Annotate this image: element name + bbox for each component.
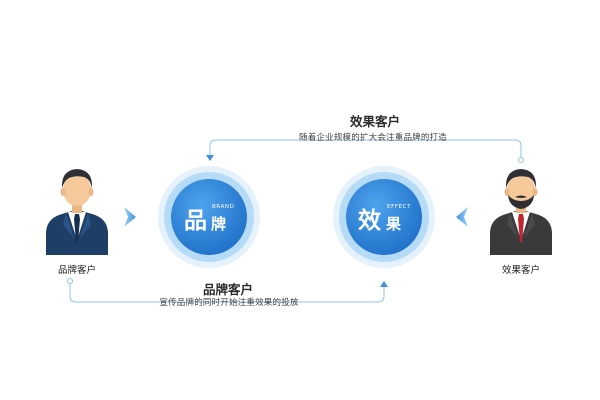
brand-circle bbox=[158, 166, 260, 268]
top-connector bbox=[206, 139, 524, 163]
brand-english: BRAND bbox=[212, 204, 235, 210]
bottom-description: 宣传品牌的同时开始注重效果的投放 bbox=[159, 298, 299, 308]
brand-char-big: 品 bbox=[184, 208, 207, 234]
effect-client-avatar-icon bbox=[490, 169, 552, 255]
chevron-right-icon bbox=[124, 207, 136, 227]
effect-english: EFFECT bbox=[387, 204, 412, 210]
effect-circle bbox=[333, 166, 435, 268]
chevron-left-icon bbox=[456, 207, 468, 227]
bottom-title: 品牌客户 bbox=[202, 282, 254, 297]
brand-char-small: 牌 bbox=[211, 215, 227, 233]
top-title: 效果客户 bbox=[349, 114, 401, 129]
effect-char-small: 果 bbox=[386, 215, 402, 233]
top-description: 随着企业规模的扩大会注重品牌的打造 bbox=[299, 133, 447, 143]
arrow-up-icon bbox=[380, 281, 388, 287]
effect-client-label: 效果客户 bbox=[501, 265, 541, 276]
arrow-down-icon bbox=[206, 155, 214, 161]
brand-client-avatar-icon bbox=[46, 169, 108, 255]
bottom-connector bbox=[67, 278, 388, 303]
effect-char-big: 效 bbox=[358, 208, 381, 234]
brand-client-label: 品牌客户 bbox=[57, 265, 97, 276]
